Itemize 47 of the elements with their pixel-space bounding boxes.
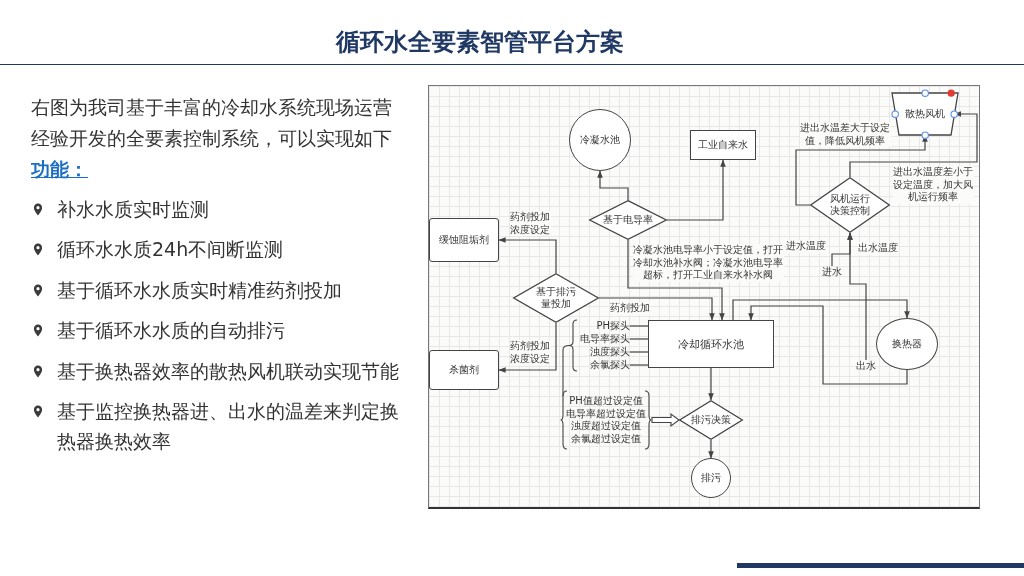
- process-box: 杀菌剂: [429, 350, 499, 390]
- text-label: 出水: [856, 360, 876, 372]
- arrow: [498, 322, 557, 373]
- arrow: [598, 297, 715, 321]
- decision-diamond: 风机运行决策控制: [810, 177, 890, 233]
- bullet-text: 基于循环水水质实时精准药剂投加: [57, 278, 342, 303]
- connector-line: [629, 338, 649, 340]
- arrow: [732, 299, 910, 321]
- connector-line: [629, 351, 649, 353]
- edge-label: 冷凝水池电导率小于设定值，打开冷却水池补水阀；冷凝水池电导率超标，打开工业自来水补水阀: [632, 244, 784, 282]
- process-box: 缓蚀阻垢剂: [429, 218, 499, 262]
- decision-diamond: 基于电导率: [589, 200, 667, 240]
- slide-title: 循环水全要素智管平台方案: [336, 27, 624, 58]
- arrow: [708, 367, 714, 401]
- bullet-text: 循环水水质24h不间断监测: [57, 237, 284, 262]
- arrow: [708, 439, 714, 459]
- text-label: PH探头: [596, 320, 630, 332]
- bullet-text: 基于换热器效率的散热风机联动实现节能: [57, 359, 399, 384]
- edge-label: 药剂投加浓度设定: [509, 211, 551, 236]
- arrow: [498, 237, 557, 274]
- text-label: 余氯探头: [590, 359, 630, 371]
- bullet-text: 基于循环水水质的自动排污: [57, 318, 285, 343]
- arrow: [627, 239, 725, 321]
- edge-label: 出水温度: [858, 242, 898, 255]
- edge-label: 进水温度: [786, 240, 826, 253]
- edge-label: 药剂投加: [610, 302, 650, 315]
- edge-label: 进出水温度差小于设定温度，加大风机运行频率: [892, 166, 974, 204]
- process-box: 工业自来水: [690, 130, 756, 160]
- hollow-arrow: [651, 412, 680, 428]
- text-label: 浊度探头: [590, 346, 630, 358]
- decision-diamond: 排污决策: [679, 400, 743, 440]
- text-label: 电导率探头: [580, 333, 630, 345]
- intro-paragraph: 右图为我司基于丰富的冷却水系统现场运营经验开发的全要素控制系统，可以实现如下功能：: [31, 95, 393, 182]
- arrow: [666, 159, 726, 221]
- edge-label: 进出水温差大于设定值，降低风机频率: [799, 122, 891, 147]
- arrow: [847, 232, 867, 361]
- arrow: [597, 170, 629, 201]
- connector-line: [629, 364, 649, 366]
- bracketed-text: PH值超过设定值 电导率超过设定值 浊度超过设定值 余氯超过设定值: [560, 390, 652, 450]
- text-label: 进水: [822, 266, 842, 278]
- edge-label: 药剂投加浓度设定: [509, 340, 551, 365]
- bullet-text: 基于监控换热器进、出水的温差来判定换热器换热效率: [57, 399, 400, 454]
- process-box: 冷却循环水池: [648, 320, 774, 368]
- connector-line: [629, 325, 649, 327]
- bullet-text: 补水水质实时监测: [57, 197, 209, 222]
- arrow: [748, 305, 908, 385]
- arrow: [849, 111, 978, 178]
